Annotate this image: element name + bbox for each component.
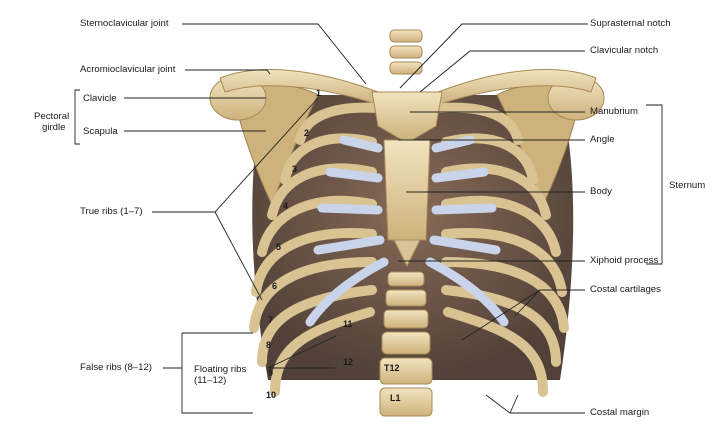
label-acromioclavicular-joint: Acromioclavicular joint <box>80 64 176 75</box>
vertebra-label-t12: T12 <box>384 363 400 373</box>
leader-lines <box>74 23 663 414</box>
vertebra-label-l1: L1 <box>390 393 401 403</box>
ribs-right <box>435 102 569 397</box>
rib-number-6: 6 <box>272 281 278 291</box>
label-costal-margin: Costal margin <box>590 407 650 418</box>
label-floating-ribs-1: Floating ribs <box>194 364 247 375</box>
label-pectoral-girdle-1: Pectoral <box>34 111 70 122</box>
label-scapula: Scapula <box>83 126 118 137</box>
label-sternoclavicular-joint: Sternoclavicular joint <box>80 18 169 29</box>
label-sternum: Sternum <box>669 180 706 191</box>
vertebral-column <box>379 29 433 417</box>
xiphoid-bone <box>393 239 421 268</box>
label-floating-ribs-2: (11–12) <box>194 375 227 386</box>
rib-number-1: 1 <box>316 88 322 98</box>
label-costal-cartilages: Costal cartilages <box>590 284 661 295</box>
rib-number-10: 10 <box>266 390 277 400</box>
label-suprasternal-notch: Suprasternal notch <box>590 18 671 29</box>
rib-number-8: 8 <box>266 340 272 350</box>
rib-number-5: 5 <box>276 242 282 252</box>
label-false-ribs: False ribs (8–12) <box>80 362 152 373</box>
costal-cartilages <box>305 135 509 327</box>
rib-number-4: 4 <box>283 201 289 211</box>
rib-number-7: 7 <box>268 315 274 325</box>
label-clavicular-notch: Clavicular notch <box>590 45 659 56</box>
label-true-ribs: True ribs (1–7) <box>80 206 143 217</box>
label-clavicle: Clavicle <box>83 93 117 104</box>
label-pectoral-girdle-2: girdle <box>42 122 66 133</box>
sternal-body-bone <box>383 139 431 241</box>
rib-number-9: 9 <box>268 368 274 378</box>
label-xiphoid-process: Xiphoid process <box>590 255 659 266</box>
rib-number-2: 2 <box>304 128 310 138</box>
label-manubrium: Manubrium <box>590 106 638 117</box>
rib-number-3: 3 <box>292 164 298 174</box>
rib-number-11: 11 <box>343 319 353 329</box>
label-body: Body <box>590 186 612 197</box>
rib-number-12: 12 <box>343 357 354 367</box>
label-angle: Angle <box>590 134 615 145</box>
